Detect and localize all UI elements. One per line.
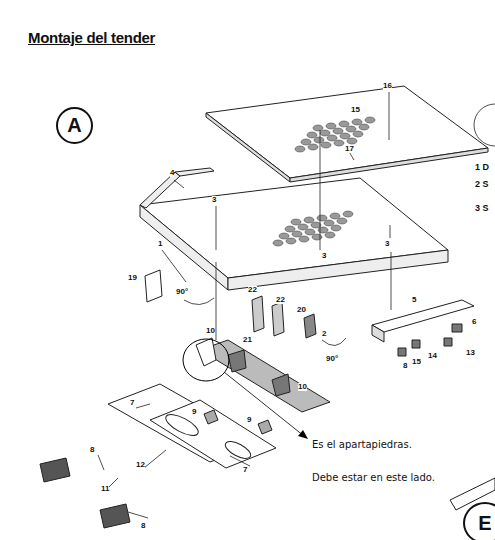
step-text: 3 S	[475, 204, 489, 213]
callout-number: 21	[243, 336, 252, 344]
callout-number: 15	[351, 106, 360, 114]
callout-number: 5	[412, 296, 416, 304]
handwritten-note: Debe estar en este lado.	[312, 470, 437, 485]
callout-number: 1	[158, 240, 162, 248]
callout-number: 14	[428, 352, 437, 360]
coupler	[40, 458, 70, 482]
side-bar	[372, 300, 474, 332]
handwritten-note: Es el apartapiedras.	[312, 437, 437, 452]
callout-number: 10	[206, 327, 215, 335]
callout-number: 8	[90, 446, 94, 454]
callout-number: 16	[383, 82, 392, 90]
callout-number: 22	[276, 296, 285, 304]
section-letter: E	[478, 512, 491, 535]
callout-number: 90°	[326, 355, 338, 363]
section-circle: E	[463, 502, 495, 540]
callout-number: 9	[247, 416, 251, 424]
top-plate	[206, 86, 488, 178]
callout-number: 6	[472, 318, 476, 326]
callout-number: 2	[322, 330, 326, 338]
step-text: 2 S	[475, 180, 489, 189]
callout-number: 10	[298, 383, 307, 391]
callout-number: 3	[212, 196, 216, 204]
callout-number: 17	[345, 145, 354, 153]
callout-number: 15	[412, 358, 421, 366]
section-letter: A	[67, 114, 81, 137]
side-frame	[108, 384, 262, 462]
diagram-title: Montaje del tender	[28, 29, 155, 46]
callout-number: 7	[130, 399, 134, 407]
section-circle: A	[56, 107, 93, 144]
buffer-beam	[200, 340, 330, 412]
callout-number: 13	[466, 349, 475, 357]
callout-number: 22	[248, 286, 257, 294]
callout-number: 19	[128, 274, 137, 282]
callout-number: 4	[170, 169, 174, 177]
callout-number: 3	[385, 240, 389, 248]
callout-number: 7	[243, 466, 247, 474]
callout-number: 90°	[176, 288, 188, 296]
callout-number: 3	[322, 252, 326, 260]
callout-number: 9	[192, 408, 196, 416]
callout-number: 12	[136, 461, 145, 469]
callout-number: 11	[101, 485, 109, 493]
step-text: 1 D	[475, 163, 489, 172]
coupler	[100, 504, 130, 528]
callout-number: 8	[403, 362, 407, 370]
callout-number: 20	[297, 306, 306, 314]
callout-number: 8	[141, 522, 145, 530]
